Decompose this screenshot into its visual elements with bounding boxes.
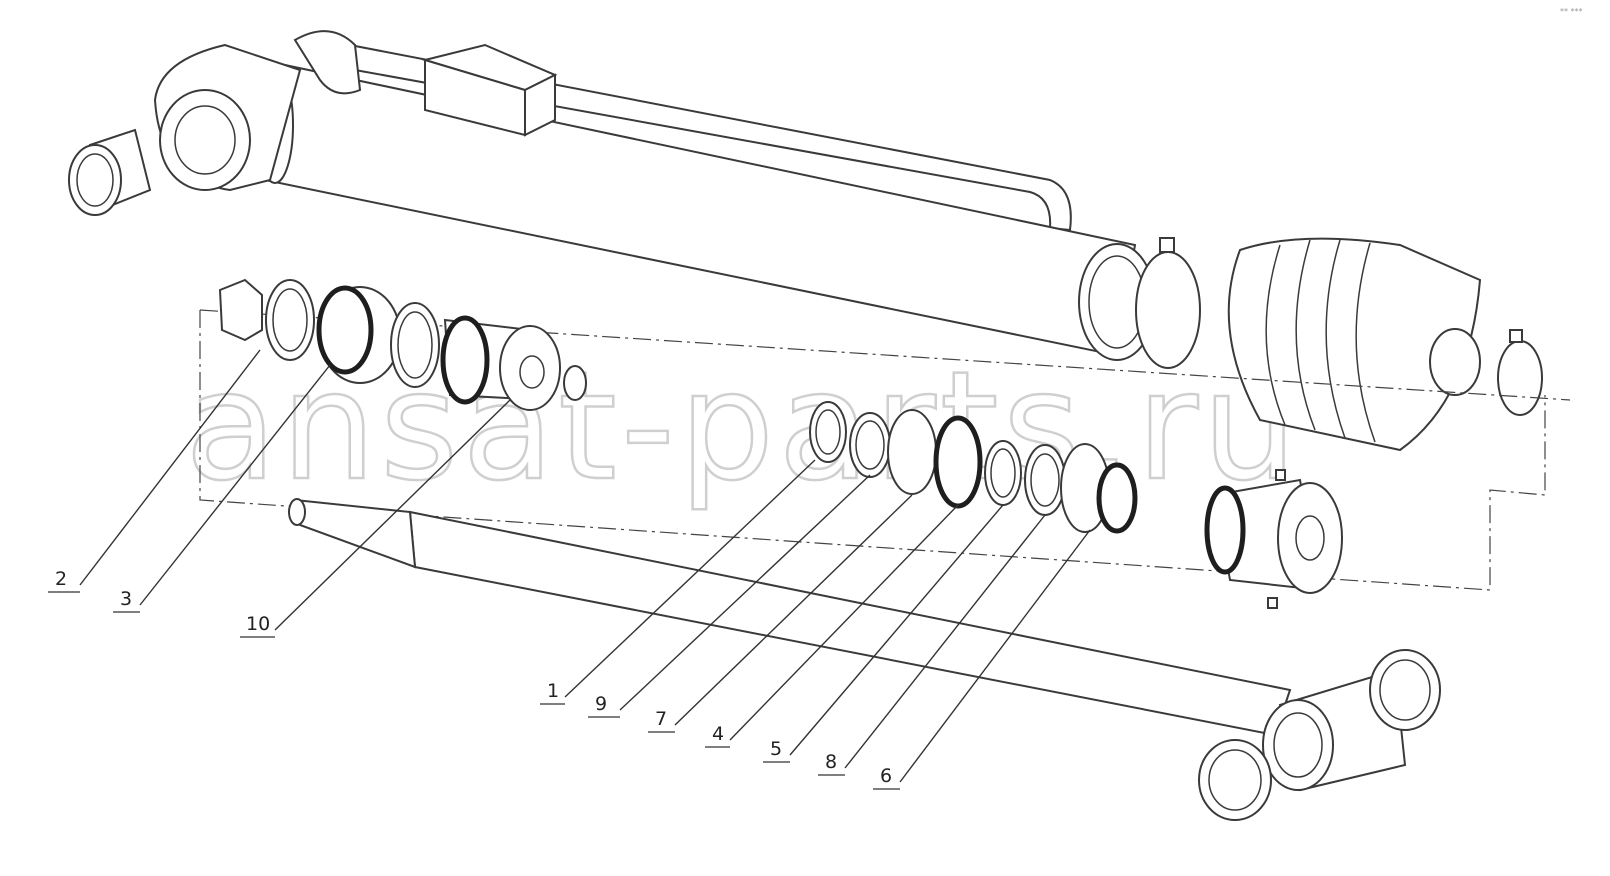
part-10-end xyxy=(499,325,561,411)
seal-set xyxy=(809,401,1138,534)
small-clamp-screw xyxy=(1509,329,1523,343)
piston-parts-left xyxy=(218,278,587,411)
clamp-ring-large xyxy=(1135,251,1201,369)
part-9-bushing-inner xyxy=(855,420,885,470)
rod-tip xyxy=(288,498,306,526)
gland-screw-top xyxy=(1275,469,1286,481)
part-4-o-ring xyxy=(933,415,983,509)
leader-8 xyxy=(844,514,1046,769)
gland-bore xyxy=(1295,515,1325,561)
part-2-ring-inner xyxy=(272,288,308,352)
leader-1 xyxy=(564,459,816,698)
leader-7 xyxy=(674,494,913,726)
boot-fold-2 xyxy=(1295,239,1316,431)
callout-10: 10 xyxy=(240,613,275,638)
valve-block-side xyxy=(524,73,556,137)
leader-4 xyxy=(729,504,959,741)
piston-nut xyxy=(218,278,263,342)
callout-3: 3 xyxy=(113,588,140,613)
small-o-ring xyxy=(563,365,587,401)
rod-bushing-left-bore xyxy=(1208,749,1262,811)
part-6-seal xyxy=(1096,462,1138,534)
callout-7: 7 xyxy=(648,708,675,733)
cylinder-barrel-assembly xyxy=(68,30,1156,361)
rod-bushing-right-bore xyxy=(1379,659,1431,721)
rod-bushing-right xyxy=(1369,649,1441,731)
callout-1-text: 1 xyxy=(547,680,559,702)
leader-6 xyxy=(899,529,1091,783)
callout-labels: 2 3 10 1 9 7 4 5 xyxy=(48,568,900,790)
gland-flange xyxy=(1277,482,1343,594)
rear-bushing-bore xyxy=(76,153,114,207)
callout-2: 2 xyxy=(48,568,80,593)
callout-5: 5 xyxy=(763,738,790,763)
piston-rod-assembly xyxy=(288,498,1441,821)
callout-10-text: 10 xyxy=(246,613,270,635)
callout-8: 8 xyxy=(818,751,845,776)
callout-4: 4 xyxy=(705,723,730,748)
piston-ring-inner xyxy=(397,311,433,379)
assembly-axis-line xyxy=(199,310,1546,591)
callout-3-text: 3 xyxy=(120,588,132,610)
part-8-wiper-inner xyxy=(1030,453,1060,507)
callout-9-text: 9 xyxy=(595,693,607,715)
part-10-groove xyxy=(440,315,490,405)
part-5-seal-inner xyxy=(990,448,1016,498)
boot-neck xyxy=(1429,328,1481,396)
leader-10 xyxy=(274,399,511,631)
part-1-seal-inner xyxy=(815,409,841,455)
piston-ring xyxy=(390,302,440,388)
clamp-screw xyxy=(1159,237,1175,253)
boot-fold-1 xyxy=(1265,244,1286,426)
callout-8-text: 8 xyxy=(825,751,837,773)
rear-eye-outer xyxy=(159,89,251,191)
pipe-elbow xyxy=(293,30,362,95)
boot-fold-3 xyxy=(1325,239,1346,439)
part-7-ring xyxy=(887,409,937,495)
callout-6: 6 xyxy=(873,765,900,790)
corner-mark: ** *** xyxy=(1560,7,1583,16)
gland-screw-bottom xyxy=(1267,597,1278,609)
rear-eye-bore xyxy=(174,105,236,175)
callout-6-text: 6 xyxy=(880,765,892,787)
callout-2-text: 2 xyxy=(55,568,67,590)
part-3-seal-groove xyxy=(316,285,374,375)
leader-lines xyxy=(79,349,1091,783)
callout-1: 1 xyxy=(540,680,565,705)
callout-7-text: 7 xyxy=(655,708,667,730)
boot-fold-4 xyxy=(1355,242,1376,443)
leader-9 xyxy=(619,474,871,711)
part-2-ring xyxy=(265,279,315,361)
leader-3 xyxy=(139,364,331,606)
clamp-ring-small xyxy=(1497,340,1543,416)
boot-assembly xyxy=(1135,237,1543,452)
part-10-bore xyxy=(519,355,545,389)
leader-2 xyxy=(79,349,261,586)
gland-seal-groove xyxy=(1204,485,1246,575)
callout-5-text: 5 xyxy=(770,738,782,760)
callout-4-text: 4 xyxy=(712,723,724,745)
cylinder-head-gland xyxy=(1204,469,1343,609)
leader-5 xyxy=(789,504,1004,756)
callout-9: 9 xyxy=(588,693,620,718)
rod-eye-bore xyxy=(1273,712,1323,778)
rod-bushing-left xyxy=(1198,739,1272,821)
